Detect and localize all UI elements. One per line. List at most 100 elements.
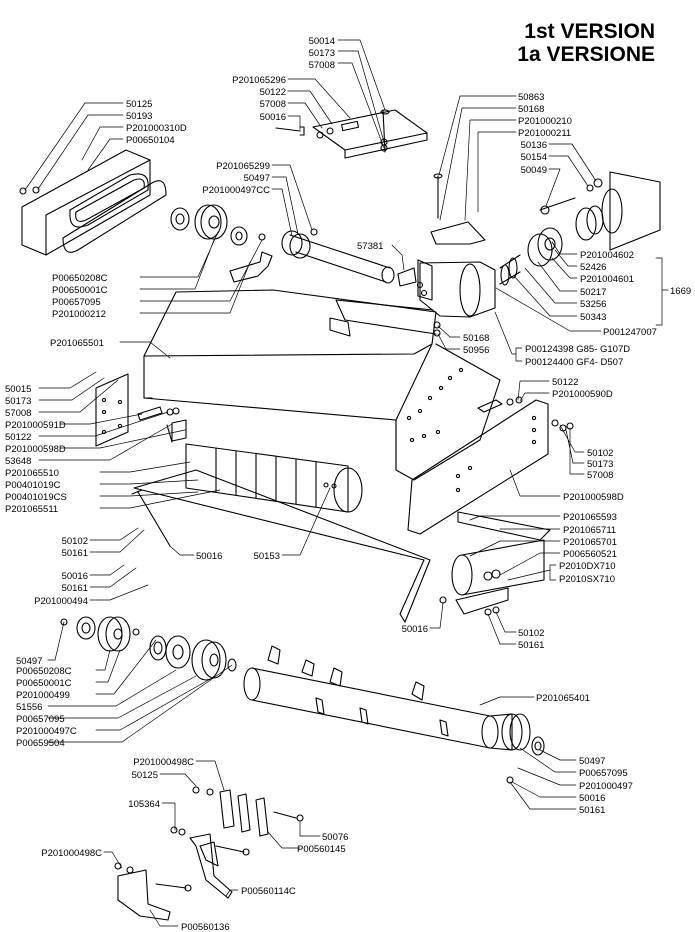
- label-50193: 50193: [126, 111, 152, 122]
- label-50497: 50497: [16, 656, 42, 667]
- label-p201000210: P201000210: [518, 116, 572, 127]
- part-labels: 50014 50173 57008 P201065296 50122 57008…: [5, 36, 691, 932]
- label-p201000598d: P201000598D: [5, 444, 66, 455]
- label-50217: 50217: [580, 287, 606, 298]
- label-53648: 53648: [5, 456, 31, 467]
- label-p201000497cc: P201000497CC: [202, 185, 270, 196]
- label-p00650001c: P00650001C: [52, 285, 108, 296]
- label-p00124398: P00124398 G85- G107D: [525, 344, 630, 355]
- label-p2010sx710: P2010SX710: [559, 574, 615, 585]
- label-p201000498c: P201000498C: [41, 848, 102, 859]
- label-57381: 57381: [357, 241, 383, 252]
- label-p201000591d: P201000591D: [5, 420, 66, 431]
- label-51556: 51556: [16, 702, 42, 713]
- label-50122: 50122: [5, 432, 31, 443]
- label-50497: 50497: [579, 756, 605, 767]
- label-50016: 50016: [579, 793, 605, 804]
- label-p201000497: P201000497: [579, 781, 633, 792]
- label-50102: 50102: [518, 628, 544, 639]
- label-p00401019cs: P00401019CS: [5, 492, 67, 503]
- label-p00657095: P00657095: [579, 768, 628, 779]
- label-50956: 50956: [463, 345, 489, 356]
- label-50016: 50016: [402, 624, 428, 635]
- label-57008: 57008: [5, 408, 31, 419]
- label-p201000211: P201000211: [518, 128, 571, 139]
- label-50016: 50016: [196, 551, 222, 562]
- label-p201065511: P201065511: [5, 504, 58, 515]
- label-50049: 50049: [521, 165, 547, 176]
- label-p201000212: P201000212: [52, 309, 106, 320]
- label-p00659504: P00659504: [16, 738, 65, 749]
- label-p201065501: P201065501: [50, 338, 104, 349]
- label-p00650104: P00650104: [126, 135, 175, 146]
- group-label-1669: 1669: [670, 286, 691, 297]
- label-p00560114c: P00560114C: [241, 886, 296, 897]
- label-50016: 50016: [260, 112, 286, 123]
- label-57008: 57008: [309, 60, 335, 71]
- label-p201004601: P201004601: [580, 274, 634, 285]
- label-57008: 57008: [587, 470, 613, 481]
- label-p00650208c: P00650208C: [52, 273, 108, 284]
- label-50161: 50161: [62, 583, 88, 594]
- machine-drawing: [19, 109, 661, 921]
- label-50122: 50122: [552, 377, 578, 388]
- label-50173: 50173: [587, 459, 613, 470]
- label-50497: 50497: [244, 173, 270, 184]
- label-57008: 57008: [260, 99, 286, 110]
- label-52426: 52426: [580, 262, 606, 273]
- label-p00650001c: P00650001C: [16, 678, 72, 689]
- label-50168: 50168: [518, 104, 544, 115]
- label-p201000494: P201000494: [34, 596, 88, 607]
- label-50102: 50102: [62, 536, 88, 547]
- label-p00650208c: P00650208C: [16, 666, 72, 677]
- label-50125: 50125: [126, 99, 152, 110]
- label-50016: 50016: [62, 571, 88, 582]
- label-50102: 50102: [587, 448, 613, 459]
- label-50168: 50168: [463, 333, 489, 344]
- label-p001247007: P001247007: [603, 327, 657, 338]
- label-p201065593: P201065593: [563, 512, 617, 523]
- label-50076: 50076: [322, 832, 348, 843]
- label-p201065510: P201065510: [5, 468, 59, 479]
- label-p201065711: P201065711: [563, 525, 616, 536]
- label-p00560145: P00560145: [297, 844, 346, 855]
- label-105364: 105364: [128, 799, 160, 810]
- label-p00560136: P00560136: [181, 922, 230, 932]
- label-50173: 50173: [5, 396, 31, 407]
- label-p00657095: P00657095: [52, 297, 101, 308]
- title-line-1: 1st VERSION: [524, 20, 655, 43]
- label-50122: 50122: [260, 87, 286, 98]
- label-50161: 50161: [62, 548, 88, 559]
- label-p201000498c: P201000498C: [133, 757, 194, 768]
- label-50136: 50136: [521, 140, 547, 151]
- label-p201004602: P201004602: [580, 250, 634, 261]
- label-p00124400: P00124400 GF4- D507: [525, 357, 623, 368]
- label-p201000310d: P201000310D: [126, 123, 187, 134]
- label-50343: 50343: [580, 312, 606, 323]
- label-50173: 50173: [309, 48, 335, 59]
- label-50153: 50153: [254, 551, 280, 562]
- label-50015: 50015: [5, 384, 31, 395]
- label-p201065401: P201065401: [536, 693, 590, 704]
- label-p201065701: P201065701: [563, 537, 617, 548]
- label-p006560521: P006560521: [563, 549, 617, 560]
- label-p201000497c: P201000497C: [16, 726, 77, 737]
- label-p201065296: P201065296: [232, 75, 286, 86]
- label-p201000499: P201000499: [16, 690, 70, 701]
- label-p201065299: P201065299: [216, 161, 270, 172]
- label-53256: 53256: [580, 299, 606, 310]
- label-50154: 50154: [521, 152, 547, 163]
- label-50125: 50125: [132, 770, 158, 781]
- label-p00657095: P00657095: [16, 714, 65, 725]
- label-50014: 50014: [309, 36, 335, 47]
- label-p2010dx710: P2010DX710: [559, 561, 616, 572]
- label-p201000598d: P201000598D: [563, 492, 624, 503]
- label-50161: 50161: [518, 640, 544, 651]
- label-50863: 50863: [518, 92, 544, 103]
- label-p00401019c: P00401019C: [5, 480, 61, 491]
- title-line-2: 1a VERSIONE: [517, 43, 655, 66]
- leader-lines: [24, 39, 669, 927]
- label-p201000590d: P201000590D: [552, 389, 613, 400]
- label-50161: 50161: [579, 805, 605, 816]
